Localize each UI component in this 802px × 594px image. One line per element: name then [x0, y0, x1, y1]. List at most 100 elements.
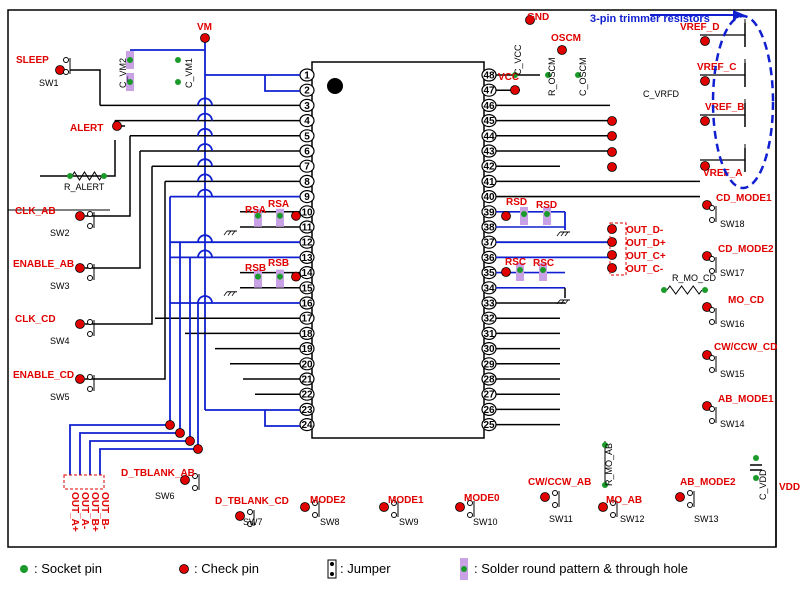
ic-pin-right-number: 37: [483, 238, 495, 249]
rsa-label-1: RSA: [245, 205, 266, 216]
sw18-label: SW18: [720, 219, 745, 229]
c-vm1-label: C_VM1: [184, 58, 194, 88]
c-vm1-socket-2: [175, 79, 181, 85]
out-check-1: [175, 428, 185, 438]
ic-pin-right-number: 33: [483, 299, 495, 310]
mode0-label: MODE0: [464, 493, 500, 504]
ic-pin-left-number: 16: [301, 299, 313, 310]
bottom-check-pin-6: [598, 502, 608, 512]
trimmer-arrow-head: [733, 10, 745, 20]
out-check-0: [165, 420, 175, 430]
ic-pin-left-number: 22: [301, 390, 313, 401]
ctrl-switch-3-contact-b: [87, 386, 93, 392]
rsc-label-2: RSC: [533, 258, 554, 269]
c-vcc-socket: [512, 72, 518, 78]
bottom-switch-3-contact-b: [391, 512, 397, 518]
gnd-label: GND: [527, 12, 549, 23]
bottom-check-pin-0: [180, 475, 190, 485]
right-switch-4-contact-b: [709, 418, 715, 424]
c-vm2-socket-2: [127, 79, 133, 85]
ic-pin-left-number: 14: [301, 268, 313, 279]
bottom-switch-4-contact-b: [467, 512, 473, 518]
bottom-check-pin-7: [675, 492, 685, 502]
rsa-socket-1: [255, 212, 261, 219]
gnd-check-pin: [525, 15, 535, 25]
ctrl-switch-0-contact-b: [87, 223, 93, 229]
vm-crossover-b0: [197, 234, 213, 243]
ic-pin-left-number: 15: [301, 283, 313, 294]
rsb-socket-1: [255, 273, 261, 280]
ic-pin-left-number: 4: [304, 116, 310, 127]
rsd-check-pin: [501, 211, 511, 221]
rsa-check-pin: [291, 210, 301, 221]
out-cd-check-0: [607, 224, 617, 234]
bottom-switch-7-contact-b: [687, 502, 693, 508]
ic-pin-left-number: 8: [304, 177, 310, 188]
clk-cd-label: CLK_CD: [15, 314, 56, 325]
ic-pin-right-number: 46: [483, 101, 495, 112]
ic-pin-left-number: 2: [304, 86, 310, 97]
rsc-socket-2: [540, 267, 546, 273]
rsa-socket-2: [277, 212, 283, 219]
bottom-switch-4-contact-a: [467, 500, 473, 506]
vref-check-3: [607, 147, 617, 157]
ctrl-switch-2-contact-a: [87, 319, 93, 325]
sw12-label: SW12: [620, 514, 645, 524]
right-switch-3-contact-b: [709, 367, 715, 373]
sw6-label: SW6: [155, 491, 175, 501]
right-switch-4-contact-a: [709, 406, 715, 412]
vref-check-1: [700, 76, 710, 86]
alert-label: ALERT: [70, 123, 103, 134]
right-switch-1-contact-a: [709, 256, 715, 262]
legend-jumper-label: : Jumper: [340, 561, 391, 576]
ic-pin-left-number: 23: [301, 405, 313, 416]
vref-check-0: [700, 36, 710, 46]
vm-crossover-b1: [197, 249, 213, 258]
bottom-check-pin-5: [540, 492, 550, 502]
vm-crossover-5: [197, 173, 213, 182]
vref-check-3: [700, 161, 710, 171]
out-b-plus-wire: [89, 257, 191, 475]
bottom-switch-2-contact-b: [312, 512, 318, 518]
ic-pin-right-number: 31: [483, 329, 495, 340]
rsc-socket: [517, 267, 523, 273]
rsd-socket: [521, 211, 527, 217]
alert-check-pin: [112, 121, 122, 131]
vcc-check-pin: [510, 85, 520, 95]
mo-ab-label: MO_AB: [606, 495, 642, 506]
sw1-contact-b: [63, 69, 69, 75]
bottom-switch-0-contact-b: [192, 485, 198, 491]
right-switch-0-contact-a: [709, 205, 715, 211]
ic-pin-left-number: 17: [301, 314, 313, 325]
ab-mode2-label: AB_MODE2: [680, 477, 736, 488]
mode2-label: MODE2: [310, 495, 346, 506]
bottom-switch-5-contact-a: [552, 490, 558, 496]
c-oscm-label: C_OSCM: [578, 57, 588, 96]
r-alert-label: R_ALERT: [64, 182, 105, 192]
bottom-switch-7-contact-a: [687, 490, 693, 496]
vm-crossover-6: [197, 188, 213, 197]
right-switch-2-contact-a: [709, 307, 715, 313]
out-a-minus-label: OUT_A-: [79, 492, 90, 529]
sw11-label: SW11: [549, 514, 573, 524]
components: [55, 15, 762, 527]
r-oscm-label: R_OSCM: [547, 57, 557, 96]
out-cd-check-3: [607, 263, 617, 273]
ab-mode1-label: AB_MODE1: [718, 394, 774, 405]
rsd-label-1: RSD: [506, 197, 527, 208]
rsd-label-2: RSD: [536, 200, 557, 211]
legend-jumper-icon: [327, 559, 337, 579]
c-oscm-socket: [575, 72, 581, 78]
bottom-switch-0-contact-a: [192, 473, 198, 479]
ic-pin-right-number: 39: [483, 207, 495, 218]
ground-hatch: [231, 291, 236, 297]
ic-pin-left-number: 9: [304, 192, 310, 203]
sw4-label: SW4: [50, 336, 70, 346]
ic-pin-left-number: 3: [304, 101, 310, 112]
vcc-label: VCC: [498, 72, 519, 83]
ic-pin-right-number: 41: [483, 177, 495, 188]
r-mo-cd-icon: [666, 285, 703, 295]
ground-hatch: [223, 230, 228, 236]
right-switch-0-contact-b: [709, 217, 715, 223]
